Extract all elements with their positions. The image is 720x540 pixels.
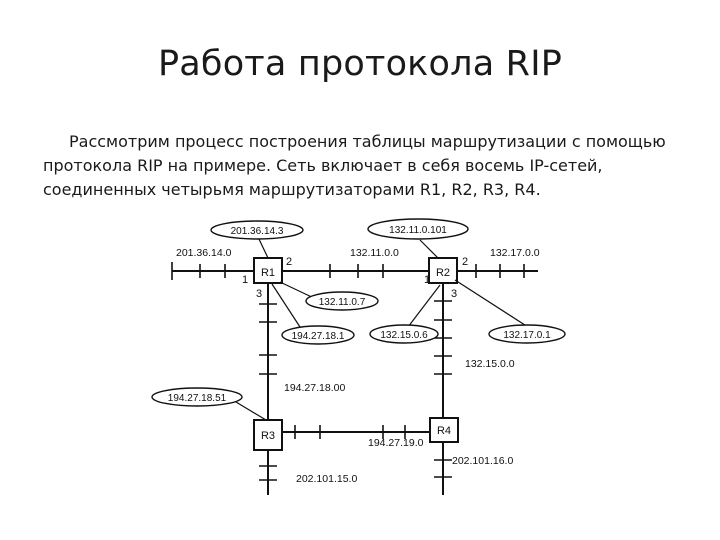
r2-port-1: 1 <box>424 274 430 286</box>
r2-port-3: 3 <box>451 288 457 300</box>
address-194-27-18-1: 194.27.18.1 <box>281 325 355 345</box>
address-194-27-18-51: 194.27.18.51 <box>151 387 243 407</box>
body-line-1: Рассмотрим процесс построения таблицы ма… <box>69 132 666 151</box>
router-r4: R4 <box>429 417 459 443</box>
body-line-3: соединенных четырьмя маршрутизаторами R1… <box>43 180 541 199</box>
network-segment-top-bus <box>171 262 538 280</box>
svg-text:201.36.14.3: 201.36.14.3 <box>231 226 284 237</box>
router-r1-label: R1 <box>261 267 275 279</box>
address-201-36-14-3: 201.36.14.3 <box>210 220 304 240</box>
slide-body-text: Рассмотрим процесс построения таблицы ма… <box>43 130 693 202</box>
router-r2: R2 <box>428 257 458 284</box>
r2-port-2: 2 <box>462 256 468 268</box>
address-132-17-0-1: 132.17.0.1 <box>488 324 566 344</box>
router-r3: R3 <box>253 419 283 451</box>
network-segment-132-15 <box>434 283 452 422</box>
r1-port-1: 1 <box>242 274 248 286</box>
network-label-201-36-14: 201.36.14.0 <box>176 247 232 259</box>
address-132-11-0-7: 132.11.0.7 <box>305 291 379 311</box>
network-label-194-27-18: 194.27.18.00 <box>284 382 345 394</box>
svg-text:194.27.18.1: 194.27.18.1 <box>292 331 345 342</box>
network-label-132-17: 132.17.0.0 <box>490 247 540 259</box>
svg-text:132.11.0.7: 132.11.0.7 <box>319 297 366 308</box>
network-segment-202-101-16 <box>434 442 452 495</box>
network-segment-194-27-18 <box>259 283 277 430</box>
router-r2-label: R2 <box>436 267 450 279</box>
address-132-15-0-6: 132.15.0.6 <box>369 324 439 344</box>
network-label-132-15: 132.15.0.0 <box>465 358 515 370</box>
network-label-132-11: 132.11.0.0 <box>350 247 399 259</box>
network-label-194-27-19: 194.27.19.0 <box>368 437 424 449</box>
network-label-202-101-15: 202.101.15.0 <box>296 473 357 485</box>
svg-text:132.11.0.101: 132.11.0.101 <box>389 225 447 236</box>
svg-text:132.17.0.1: 132.17.0.1 <box>503 330 551 341</box>
router-r4-label: R4 <box>437 425 451 437</box>
r1-port-2: 2 <box>286 256 292 268</box>
router-r1: R1 <box>253 257 283 284</box>
svg-text:132.15.0.6: 132.15.0.6 <box>380 330 428 341</box>
router-r3-label: R3 <box>261 430 275 442</box>
svg-text:194.27.18.51: 194.27.18.51 <box>168 393 227 404</box>
network-segment-194-27-19 <box>282 425 430 439</box>
body-line-2: протокола RIP на примере. Сеть включает … <box>43 156 603 175</box>
address-132-11-0-101: 132.11.0.101 <box>367 218 469 240</box>
r1-port-3: 3 <box>256 288 262 300</box>
network-label-202-101-16: 202.101.16.0 <box>452 455 513 467</box>
slide-title: Работа протокола RIP <box>157 44 563 84</box>
network-segment-202-101-15 <box>259 450 277 495</box>
